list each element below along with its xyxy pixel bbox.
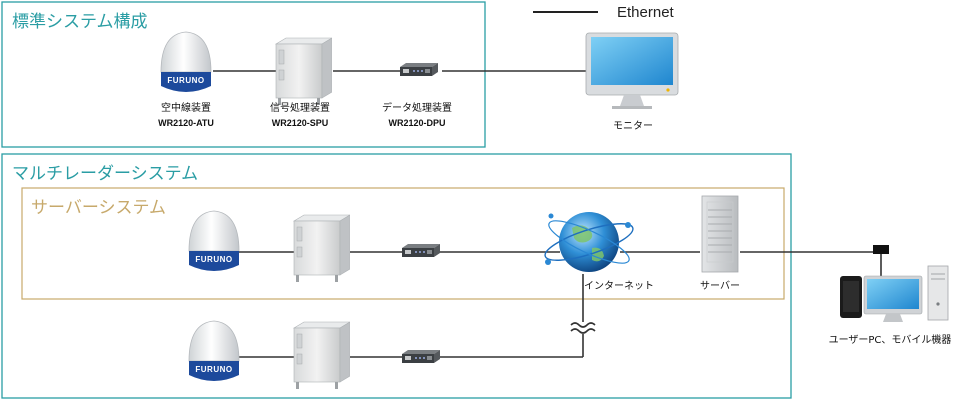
user-devices-group: ユーザーPC、モバイル機器 — [829, 265, 952, 346]
ethernet-legend-label: Ethernet — [617, 4, 675, 21]
dpu-model: WR2120-DPU — [388, 118, 445, 128]
break-mark-icon — [570, 328, 596, 334]
standard-system-group: 標準システム構成 空中線装置 WR2120-ATU 信号処理装置 WR2120-… — [1, 1, 679, 148]
spu-model: WR2120-SPU — [272, 118, 329, 128]
internet-globe-icon — [544, 212, 634, 272]
pc-tower-icon — [927, 265, 949, 321]
atu-name: 空中線装置 — [161, 101, 211, 114]
multi-radar-system-title: マルチレーダーシステム — [12, 164, 198, 184]
legend: Ethernet — [533, 4, 675, 21]
dpu-name: データ処理装置 — [382, 101, 452, 114]
atu-model: WR2120-ATU — [158, 118, 214, 128]
standard-system-title: 標準システム構成 — [12, 12, 148, 32]
radome-antenna-icon — [188, 320, 240, 382]
signal-processor-icon — [293, 214, 350, 283]
data-processor-icon — [400, 63, 438, 76]
network-hub-icon — [873, 245, 889, 254]
data-processor-icon — [402, 244, 440, 257]
monitor-icon — [585, 32, 679, 109]
internet-label: インターネット — [584, 280, 654, 292]
standard-system-frame — [1, 1, 486, 148]
monitor-label: モニター — [613, 120, 653, 132]
server-icon — [701, 195, 739, 273]
radome-antenna-icon — [160, 31, 212, 93]
spu-name: 信号処理装置 — [270, 101, 330, 114]
signal-processor-icon — [293, 321, 350, 390]
multi-radar-system-group: マルチレーダーシステム サーバーシステム — [1, 153, 889, 399]
server-label: サーバー — [700, 280, 740, 292]
radome-antenna-icon — [188, 210, 240, 272]
signal-processor-icon — [275, 37, 332, 106]
server-system-title: サーバーシステム — [31, 198, 166, 218]
user-devices-label: ユーザーPC、モバイル機器 — [829, 333, 952, 346]
data-processor-icon — [402, 350, 440, 363]
smartphone-icon — [840, 276, 862, 318]
desktop-pc-icon — [863, 275, 923, 322]
server-system-frame — [21, 187, 785, 300]
multi-radar-system-frame — [1, 153, 792, 399]
